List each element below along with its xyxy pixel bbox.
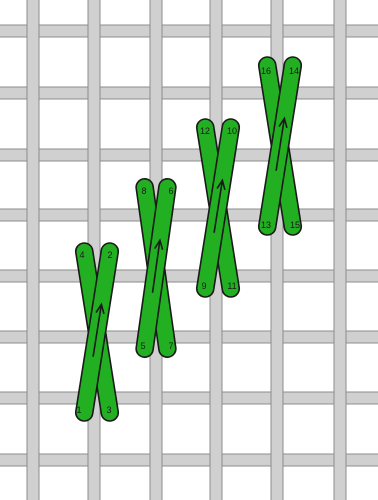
stitch-number: 15 [290,220,300,230]
stitch-group-2: 5 6 7 8 [135,178,177,359]
stitch-number: 14 [289,66,299,76]
horizontal-thread [0,149,378,161]
stitch-number: 4 [79,250,84,260]
stitch-number: 1 [76,405,81,415]
horizontal-thread [0,25,378,37]
stitch-number: 8 [141,186,146,196]
vertical-thread [334,0,346,500]
vertical-thread [27,0,39,500]
stitch-number: 7 [168,341,173,351]
horizontal-thread [0,270,378,282]
stitch-number: 2 [107,250,112,260]
horizontal-thread [0,87,378,99]
horizontal-thread [0,209,378,221]
horizontal-thread [0,454,378,466]
stitch-number: 3 [106,405,111,415]
stitch-number: 5 [140,341,145,351]
stitch-number: 6 [168,186,173,196]
stitches: 1 2 3 4 5 6 7 8 9 10 [75,56,303,422]
horizontal-thread [0,392,378,404]
stitch-number: 11 [227,281,236,291]
stitch-number: 16 [261,66,271,76]
stitch-number: 10 [227,126,237,136]
stitch-number: 12 [200,126,210,136]
horizontal-thread [0,331,378,343]
stitch-number: 13 [261,220,271,230]
stitch-number: 9 [201,281,206,291]
